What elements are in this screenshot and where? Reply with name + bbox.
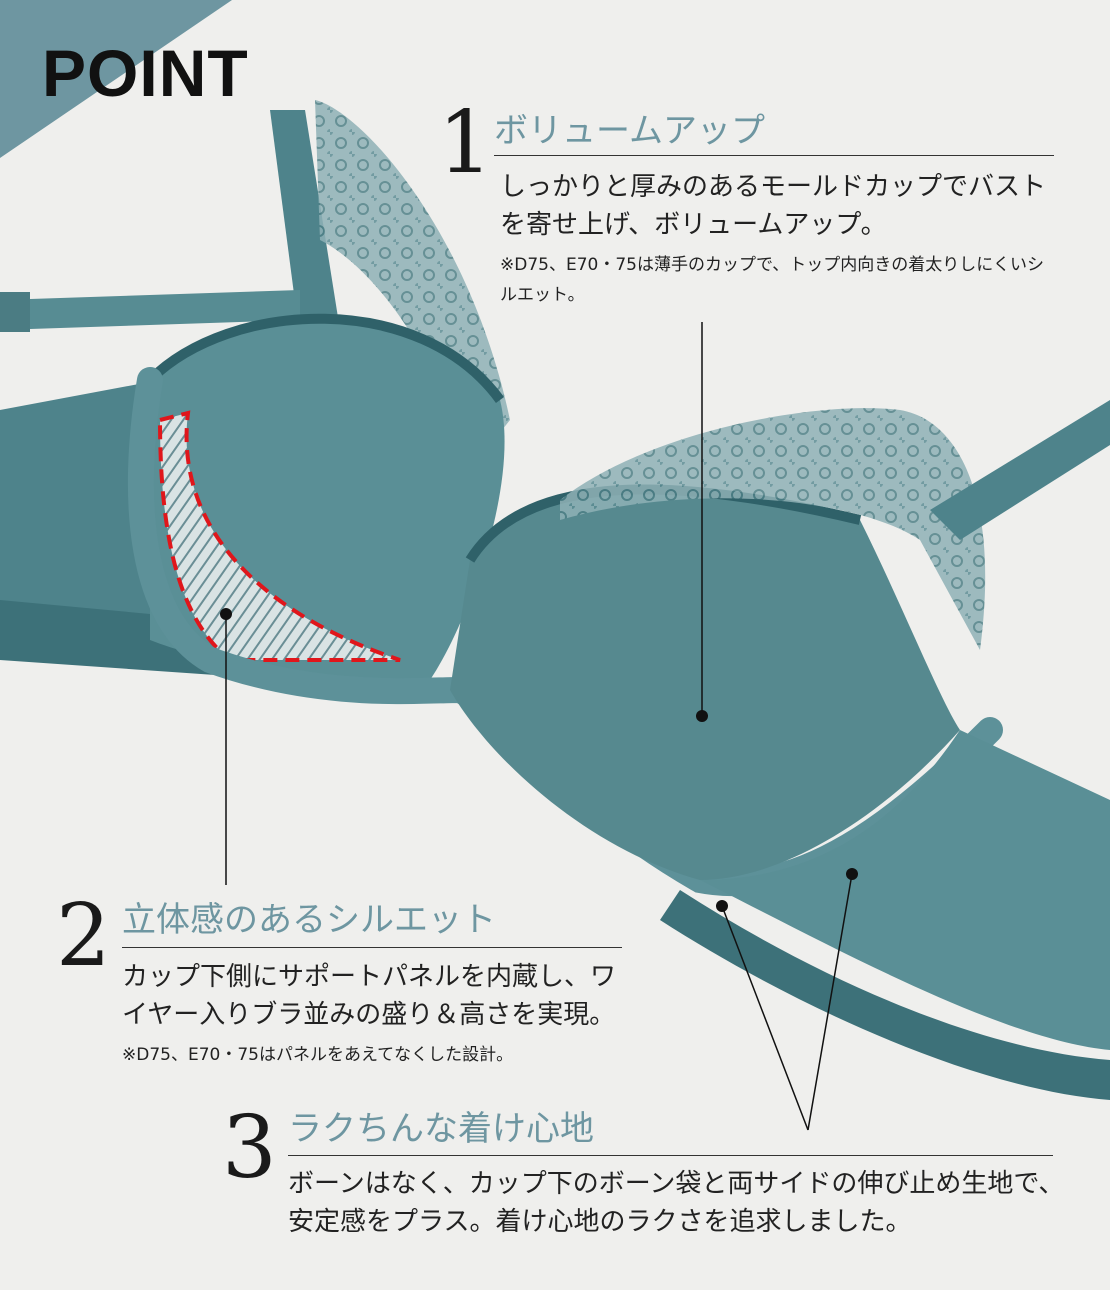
point-1-note: ※D75、E70・75は薄手のカップで、トップ内向きの着太りしにくいシルエット。 (500, 255, 1044, 305)
leader-dot-2 (220, 608, 232, 620)
leader-line-3a (721, 905, 809, 1131)
leader-dot-3a (716, 900, 728, 912)
point-1-number: 1 (438, 93, 493, 193)
leader-line-3b (807, 873, 853, 1131)
point-2-heading: 立体感のあるシルエット (122, 900, 496, 940)
corner-banner (0, 0, 232, 158)
right-lace-edge (560, 408, 986, 650)
left-side-panel (0, 380, 160, 660)
point-1-body: しっかりと厚みのあるモールドカップでバストを寄せ上げ、ボリュームアップ。 (500, 172, 1047, 240)
left-back-strap (0, 290, 300, 330)
point-2-note: ※D75、E70・75はパネルをあえてなくした設計。 (122, 1045, 514, 1065)
right-side-panel (700, 730, 1110, 1050)
point-2-number: 2 (56, 886, 111, 986)
right-cup (450, 489, 960, 880)
point-3-number: 3 (222, 1098, 277, 1198)
left-shoulder-strap (270, 110, 340, 340)
point-3-body: ボーンはなく、カップ下のボーン袋と両サイドの伸び止め生地で、安定感をプラス。着け… (288, 1169, 1065, 1237)
leader-dot-3b (846, 868, 858, 880)
point-1-heading: ボリュームアップ (494, 111, 765, 151)
point-1-divider (494, 155, 1054, 156)
right-shoulder-strap (930, 400, 1110, 540)
right-band (660, 890, 1110, 1100)
point-title: POINT (42, 36, 249, 110)
left-cup-rim (146, 313, 505, 403)
point-3-divider (288, 1155, 1053, 1156)
point-2-body: カップ下側にサポートパネルを内蔵し、ワイヤー入りブラ並みの盛り＆高さを実現。 (122, 962, 617, 1030)
strap-slider (0, 292, 30, 332)
point-3-heading: ラクちんな着け心地 (288, 1109, 594, 1149)
leader-dot-1 (696, 710, 708, 722)
support-panel-highlight (157, 410, 401, 662)
point-2-divider (122, 947, 622, 948)
